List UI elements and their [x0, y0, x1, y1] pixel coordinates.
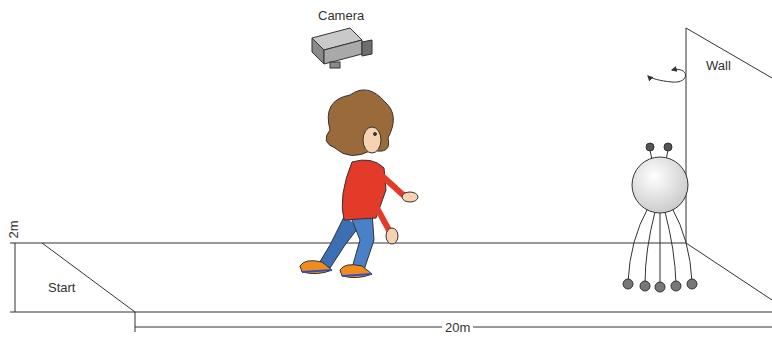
robot: [623, 143, 697, 292]
robot-leg: [672, 208, 692, 282]
person-arm: [378, 172, 408, 196]
robot-leg: [645, 212, 655, 284]
person-sole: [302, 270, 332, 272]
length-dimension-tick: [135, 312, 136, 332]
camera-front: [324, 40, 362, 64]
person-arm: [364, 178, 390, 232]
person-back-leg: [318, 215, 358, 268]
wall: [686, 28, 772, 300]
camera-lens: [362, 40, 372, 56]
camera-label: Camera: [318, 8, 364, 23]
person-shoe: [300, 261, 332, 274]
camera-side: [312, 38, 324, 64]
robot-foot: [687, 279, 697, 289]
person-hand: [402, 192, 418, 202]
wall-top-edge: [686, 28, 772, 78]
person-face: [363, 127, 381, 153]
robot-antenna-ball: [664, 143, 672, 151]
person-sole: [342, 274, 372, 276]
floor-back-edge: [10, 243, 686, 244]
robot-antenna-ball: [646, 143, 654, 151]
floor-front-edge: [10, 312, 772, 313]
person-hand: [386, 228, 398, 244]
camera-symbol: [312, 28, 372, 68]
person-eye: [374, 133, 377, 136]
camera-mount: [330, 62, 340, 68]
robot-leg: [665, 212, 676, 284]
robot-foot: [623, 279, 633, 289]
person: [300, 90, 418, 278]
robot-foot: [655, 282, 665, 292]
wall-label: Wall: [706, 58, 731, 73]
dimensions: [15, 243, 772, 332]
robot-leg: [660, 213, 661, 285]
floor: [10, 243, 772, 312]
wall-edge: [686, 28, 687, 243]
robot-body: [632, 157, 688, 213]
start-label: Start: [48, 280, 75, 295]
person-shoe: [340, 265, 372, 278]
start-line: [42, 243, 135, 312]
wall-bottom-edge: [686, 243, 772, 300]
robot-foot: [640, 281, 650, 291]
height-dimension-line: [15, 243, 16, 312]
robot-foot: [671, 281, 681, 291]
rotation-arrow: [648, 69, 686, 82]
length-dimension: 20m: [442, 320, 473, 335]
height-dimension: 2m: [6, 217, 21, 241]
person-front-leg: [350, 212, 374, 270]
person-hair: [326, 90, 393, 156]
